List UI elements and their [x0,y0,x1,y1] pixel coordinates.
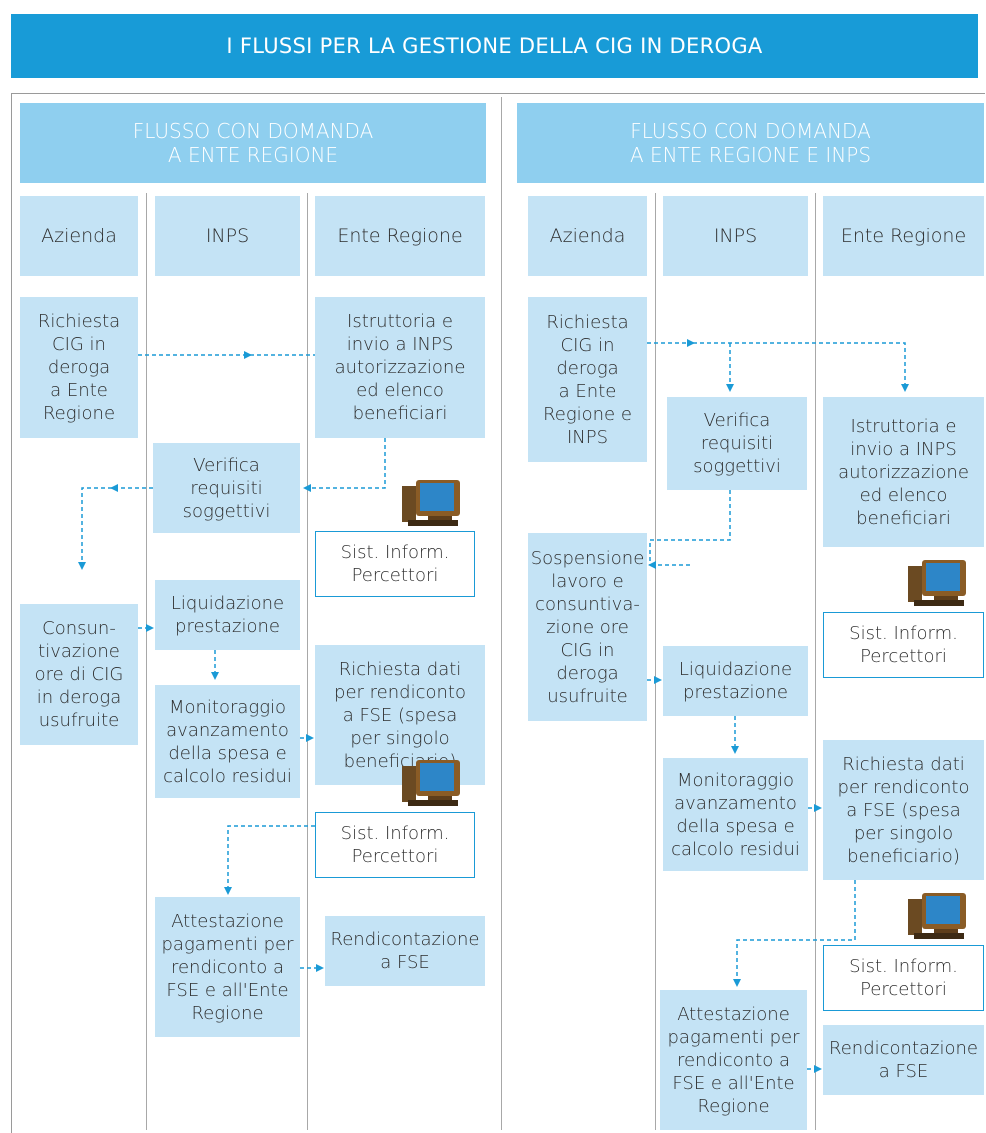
left-step-rendicontazione: Rendicontazione a FSE [325,916,485,986]
right-flow-header: FLUSSO CON DOMANDA A ENTE REGIONE E INPS [517,103,984,183]
arrow [224,825,315,895]
arrow [303,438,386,492]
right-sist-inform-2: Sist. Inform. Percettori [823,945,984,1011]
right-col-inps: INPS [663,196,808,276]
left-step-richiesta: Richiesta CIG in deroga a Ente Regione [20,297,138,438]
right-step-sospensione: Sospensione lavoro e consuntiva- zione o… [528,533,647,721]
left-step-consuntivazione: Consun- tivazione ore di CIG in deroga u… [20,604,138,745]
right-step-monitoraggio: Monitoraggio avanzamento della spesa e c… [663,758,808,871]
page-title: I FLUSSI PER LA GESTIONE DELLA CIG IN DE… [11,14,978,78]
computer-icon [402,480,460,526]
lane-divider [307,193,308,1130]
right-step-liquidazione: Liquidazione prestazione [663,646,808,716]
right-col-azienda: Azienda [528,196,647,276]
left-step-istruttoria: Istruttoria e invio a INPS autorizzazion… [315,297,485,438]
right-sist-inform-1: Sist. Inform. Percettori [823,612,984,678]
left-step-attestazione: Attestazione pagamenti per rendiconto a … [155,897,300,1037]
left-sist-inform-1: Sist. Inform. Percettori [315,531,475,597]
right-step-verifica: Verifica requisiti soggettivi [667,397,807,490]
left-flow-header: FLUSSO CON DOMANDA A ENTE REGIONE [20,103,486,183]
arrow [649,490,731,565]
right-col-ente-regione: Ente Regione [823,196,984,276]
left-col-ente-regione: Ente Regione [315,196,485,276]
right-step-richiesta: Richiesta CIG in deroga a Ente Regione e… [528,297,647,462]
arrow [733,880,856,987]
lane-divider [815,193,816,1130]
computer-icon [908,560,966,606]
right-step-attestazione: Attestazione pagamenti per rendiconto a … [660,990,807,1130]
arrow [78,487,112,570]
left-col-inps: INPS [155,196,300,276]
lane-divider [146,193,147,1130]
left-step-monitoraggio: Monitoraggio avanzamento della spesa e c… [155,685,300,798]
right-step-istruttoria: Istruttoria e invio a INPS autorizzazion… [823,397,984,547]
right-step-rendicontazione: Rendicontazione a FSE [823,1025,984,1095]
left-col-azienda: Azienda [20,196,138,276]
lane-divider [655,193,656,1130]
right-step-richiesta-dati: Richiesta dati per rendiconto a FSE (spe… [823,740,984,880]
computer-icon [908,893,966,939]
flow-divider [501,97,502,1130]
diagram-frame [11,93,985,1133]
arrow [693,342,909,392]
left-sist-inform-2: Sist. Inform. Percettori [315,812,475,878]
left-step-verifica: Verifica requisiti soggettivi [153,443,300,533]
computer-icon [402,760,460,806]
left-step-liquidazione: Liquidazione prestazione [155,580,300,650]
